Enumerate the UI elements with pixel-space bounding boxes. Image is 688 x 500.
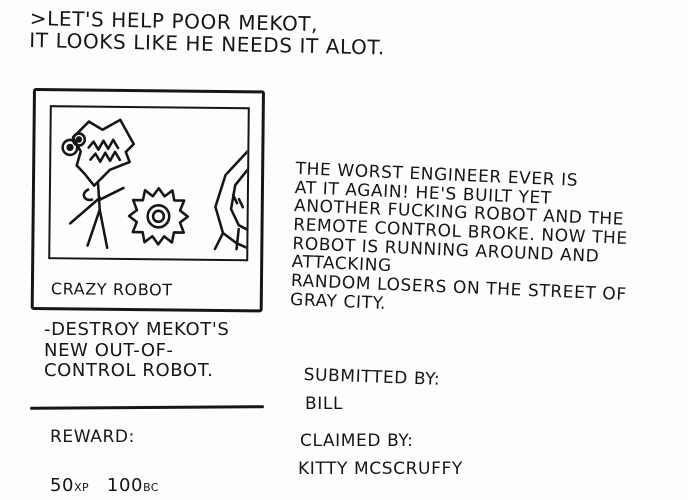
quest-image-frame: CRAZY ROBOT (30, 88, 265, 313)
submitted-by-label: SUBMITTED BY: (303, 365, 441, 390)
robot-head (71, 118, 136, 187)
crazy-robot-drawing (61, 118, 248, 251)
claimed-by-name: KITTY MCSCRUFFY (298, 459, 463, 479)
reward-xp-value: 50 (50, 475, 75, 497)
robot-eye-right (71, 132, 87, 147)
gear-shape (127, 187, 190, 246)
reward-xp: 50XP (50, 458, 89, 496)
intro-text: >LET'S HELP POOR MEKOT, IT LOOKS LIKE HE… (29, 6, 386, 60)
divider-line (29, 405, 265, 410)
reward-bc-value: 100 (106, 475, 144, 497)
reward-values: 50XP 100BC (50, 458, 159, 496)
claimed-by-label: CLAIMED BY: (300, 431, 414, 451)
reward-bc-unit: BC (143, 481, 159, 495)
robot-spring (82, 188, 94, 202)
reward-label: REWARD: (50, 427, 135, 447)
quest-image (48, 105, 250, 262)
quest-objective: -DESTROY MEKOT'S NEW OUT-OF- CONTROL ROB… (44, 319, 230, 382)
robot-eye-left (61, 138, 79, 157)
robot-body (68, 182, 125, 250)
submitted-by-name: BILL (305, 394, 344, 414)
edge-creature (214, 145, 248, 251)
robot-teeth (87, 138, 122, 164)
quest-description: THE WORST ENGINEER EVER IS AT IT AGAIN! … (289, 159, 629, 314)
image-caption: CRAZY ROBOT (50, 278, 173, 300)
reward-xp-unit: XP (74, 481, 89, 495)
reward-bc: 100BC (107, 458, 159, 496)
